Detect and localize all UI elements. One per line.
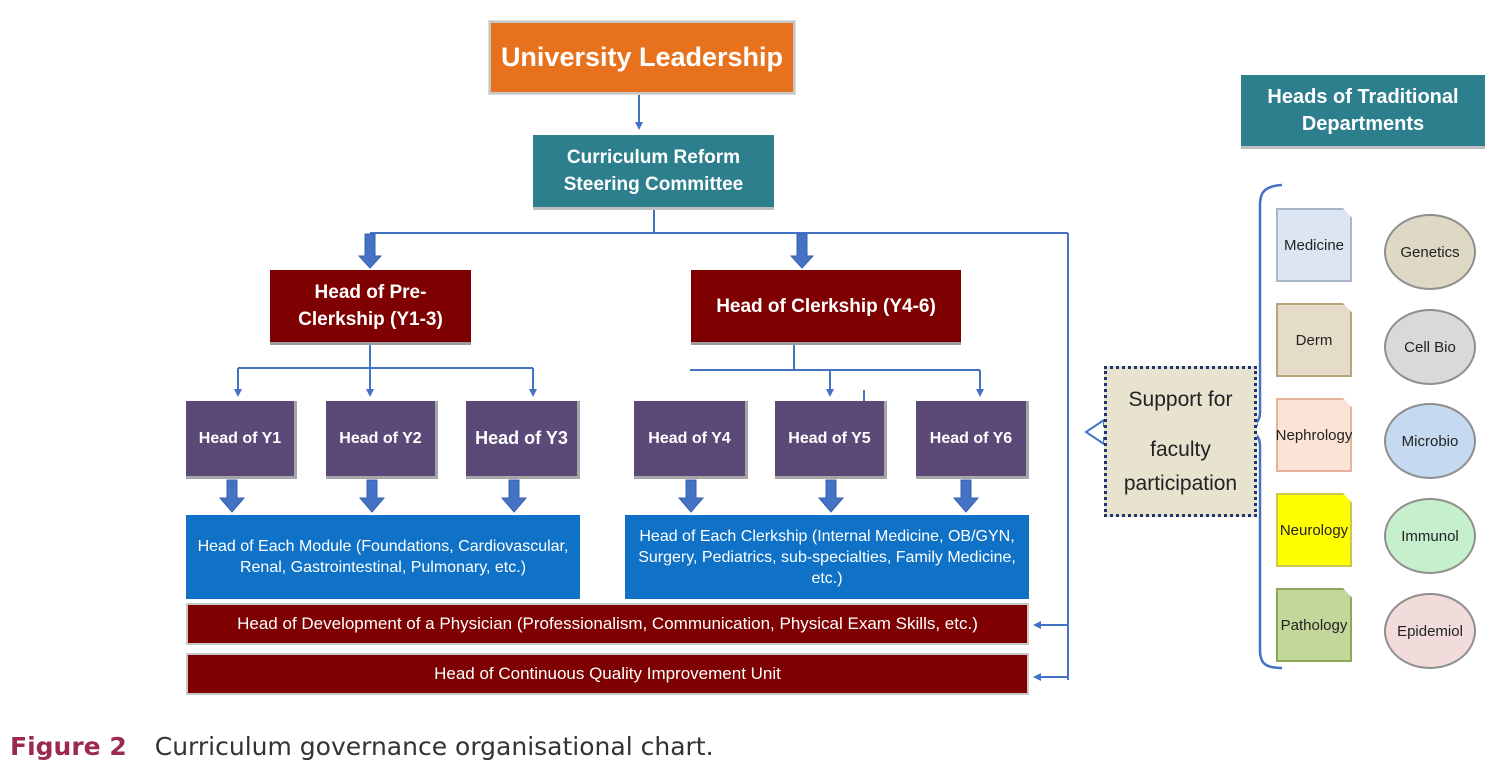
university-leadership-box: University Leadership (489, 21, 795, 94)
clerkship-heads-label-2: Surgery, Pediatrics, sub-specialties, Fa… (638, 548, 1016, 566)
dept-pathology-label: Pathology (1280, 616, 1348, 634)
dept-medicine: Medicine (1276, 208, 1352, 282)
module-heads-label-2: Renal, Gastrointestinal, Pulmonary, etc.… (239, 559, 527, 576)
sci-epidemiol: Epidemiol (1384, 593, 1476, 669)
figure-caption: Figure 2 Curriculum governance organisati… (10, 732, 714, 761)
dept-derm-label: Derm (1295, 331, 1333, 349)
steering-committee-box: Curriculum Reform Steering Committee (533, 135, 774, 210)
steering-committee-label-2: Steering Committee (563, 174, 744, 195)
university-leadership-label: University Leadership (500, 42, 784, 72)
head-y5-box: Head of Y5 (775, 401, 887, 479)
clerkship-heads-label-3: etc.) (811, 569, 843, 587)
traditional-departments-title-1: Heads of Traditional (1267, 85, 1459, 108)
figure-label: Figure 2 (10, 732, 127, 761)
sci-cell-bio: Cell Bio (1384, 309, 1476, 385)
head-y4-box: Head of Y4 (634, 401, 748, 479)
head-y6-label: Head of Y6 (929, 429, 1013, 447)
sci-genetics-label: Genetics (1400, 243, 1460, 261)
preclerkship-head-box: Head of Pre- Clerkship (Y1-3) (270, 270, 471, 345)
faculty-support-box: Support for faculty participation (1104, 366, 1257, 517)
dept-nephrology-label: Nephrology (1275, 426, 1353, 444)
head-y5-label: Head of Y5 (788, 429, 871, 447)
clerkship-heads-label-1: Head of Each Clerkship (Internal Medicin… (639, 527, 1015, 545)
dept-nephrology: Nephrology (1276, 398, 1352, 472)
head-y3-box: Head of Y3 (466, 401, 580, 479)
head-y2-box: Head of Y2 (326, 401, 438, 479)
sci-immunol-label: Immunol (1401, 527, 1459, 545)
head-y4-label: Head of Y4 (648, 429, 731, 447)
clerkship-head-box: Head of Clerkship (Y4-6) (691, 270, 961, 345)
dept-pathology: Pathology (1276, 588, 1352, 662)
traditional-departments-title-box: Heads of Traditional Departments (1241, 75, 1485, 149)
preclerkship-label-2: Clerkship (Y1-3) (298, 309, 443, 330)
physician-development-bar: Head of Development of a Physician (Prof… (186, 603, 1029, 645)
module-heads-box: Head of Each Module (Foundations, Cardio… (186, 515, 580, 599)
dept-neurology-label: Neurology (1279, 521, 1349, 539)
head-y1-box: Head of Y1 (186, 401, 297, 479)
physician-development-label: Head of Development of a Physician (Prof… (237, 614, 978, 633)
dept-neurology: Neurology (1276, 493, 1352, 567)
figure-caption-text: Curriculum governance organisational cha… (154, 732, 714, 761)
clerkship-label: Head of Clerkship (Y4-6) (716, 295, 936, 317)
quality-improvement-label: Head of Continuous Quality Improvement U… (434, 664, 781, 683)
sci-cell-bio-label: Cell Bio (1404, 338, 1456, 356)
sci-microbio: Microbio (1384, 403, 1476, 479)
dept-medicine-label: Medicine (1283, 236, 1345, 254)
preclerkship-label-1: Head of Pre- (314, 282, 427, 303)
dept-derm: Derm (1276, 303, 1352, 377)
head-y2-label: Head of Y2 (339, 429, 422, 447)
head-y1-label: Head of Y1 (198, 429, 282, 447)
sci-immunol: Immunol (1384, 498, 1476, 574)
faculty-support-label-3: participation (1123, 471, 1238, 495)
head-y3-label: Head of Y3 (475, 428, 568, 448)
module-heads-label-1: Head of Each Module (Foundations, Cardio… (197, 538, 569, 555)
traditional-departments-title-2: Departments (1301, 112, 1425, 135)
sci-epidemiol-label: Epidemiol (1397, 622, 1463, 640)
head-y6-box: Head of Y6 (916, 401, 1029, 479)
faculty-support-label-1: Support for (1128, 387, 1233, 411)
steering-committee-label-1: Curriculum Reform (566, 147, 741, 168)
clerkship-heads-box: Head of Each Clerkship (Internal Medicin… (625, 515, 1029, 599)
faculty-support-label-2: faculty (1150, 437, 1211, 461)
quality-improvement-bar: Head of Continuous Quality Improvement U… (186, 653, 1029, 695)
sci-genetics: Genetics (1384, 214, 1476, 290)
sci-microbio-label: Microbio (1401, 432, 1459, 450)
